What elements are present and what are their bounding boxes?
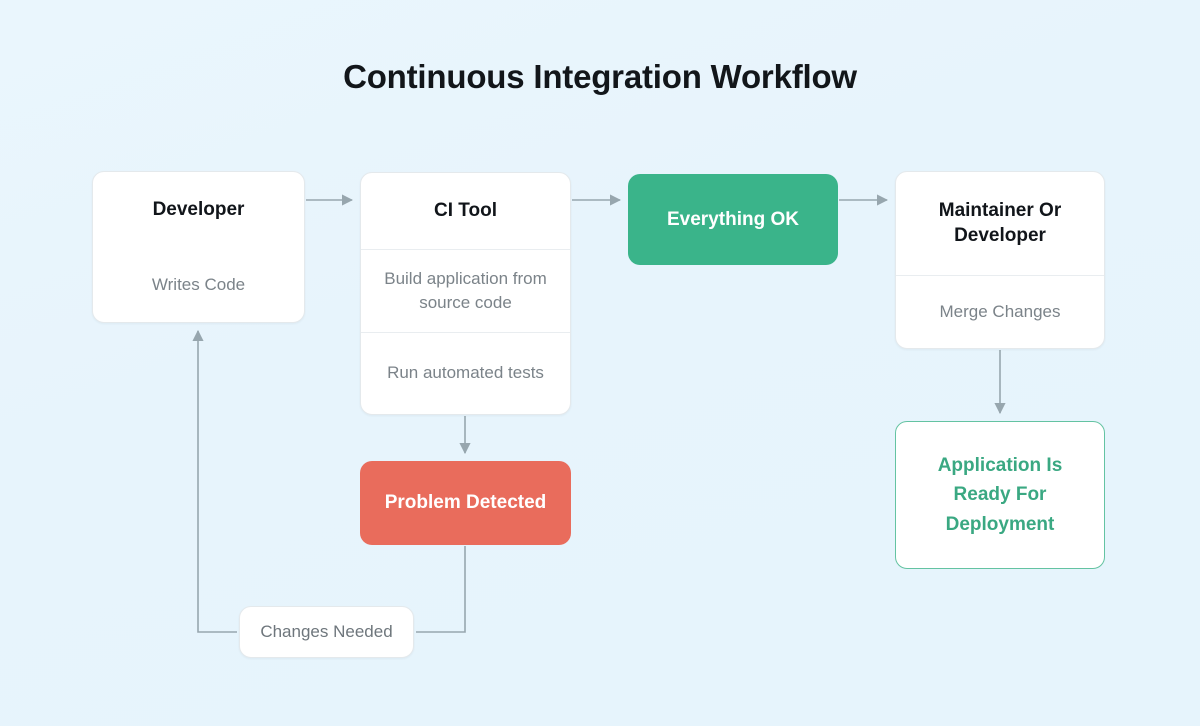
node-changes-needed-label: Changes Needed	[260, 622, 393, 641]
node-maintainer-title: Maintainer Or Developer	[938, 199, 1062, 246]
page-title: Continuous Integration Workflow	[343, 58, 857, 95]
node-ci-tool-title: CI Tool	[434, 199, 497, 221]
node-maintainer-divider	[896, 275, 1104, 276]
node-app-ready-label: Application Is Ready For Deployment	[937, 454, 1063, 535]
node-app-ready[interactable]: Application Is Ready For Deployment	[895, 421, 1105, 569]
connector-problem-detected-to-changes-needed	[416, 546, 466, 633]
node-problem-detected[interactable]: Problem Detected	[360, 461, 571, 545]
connector-changes-needed-to-developer	[192, 329, 237, 633]
node-ci-tool-step-1: Build application from source code	[384, 268, 547, 312]
node-developer[interactable]: Developer Writes Code	[92, 171, 305, 323]
node-ci-tool-step-2: Run automated tests	[387, 363, 544, 383]
node-changes-needed[interactable]: Changes Needed	[239, 606, 414, 658]
node-maintainer[interactable]: Maintainer Or Developer Merge Changes	[895, 171, 1105, 349]
node-ci-tool-divider-2	[361, 331, 570, 333]
node-developer-detail: Writes Code	[151, 274, 246, 294]
node-everything-ok-label: Everything OK	[667, 208, 799, 230]
node-ci-tool[interactable]: CI Tool Build application from source co…	[360, 172, 571, 415]
node-everything-ok[interactable]: Everything OK	[628, 174, 838, 265]
node-maintainer-detail: Merge Changes	[939, 301, 1061, 321]
node-problem-detected-label: Problem Detected	[384, 492, 547, 513]
node-ci-tool-divider-1	[361, 249, 570, 250]
node-developer-title: Developer	[152, 198, 245, 220]
